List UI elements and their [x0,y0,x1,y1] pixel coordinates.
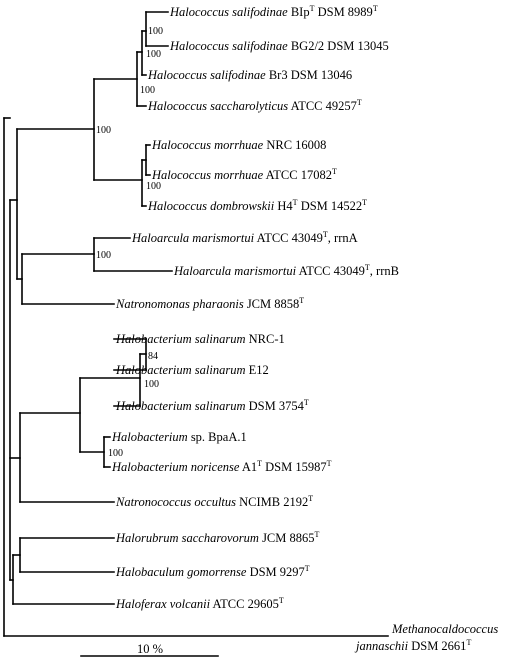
bootstrap-value: 84 [148,351,158,362]
leaf-label-l7: Halococcus dombrowskii H4T DSM 14522T [147,198,367,213]
leaf-label-l3: Halococcus salifodinae Br3 DSM 13046 [147,68,352,82]
bootstrap-value: 100 [144,379,159,390]
bootstrap-values: 100 100 100 100 100 100 84 100 100 [96,26,163,459]
bootstrap-value: 100 [146,181,161,192]
leaf-label-l20-line2: jannaschii DSM 2661T [354,638,471,653]
bootstrap-value: 100 [108,448,123,459]
leaf-label-l12: Halobacterium salinarum E12 [115,363,269,377]
leaf-label-l9: Haloarcula marismortui ATCC 43049T, rrnB [173,263,399,278]
leaf-label-l11: Halobacterium salinarum NRC-1 [115,332,285,346]
leaf-label-l1: Halococcus salifodinae BIpT DSM 8989T [169,4,378,19]
scale-bar: 10 % [80,642,219,657]
bootstrap-value: 100 [96,250,111,261]
tree-branches [3,11,389,637]
leaf-label-l20-line1: Methanocaldococcus [391,622,498,636]
leaf-label-l18: Halobaculum gomorrense DSM 9297T [115,564,310,579]
leaf-labels: Halococcus salifodinae BIpT DSM 8989T Ha… [111,4,498,653]
scale-bar-label: 10 % [137,642,163,656]
leaf-label-l10: Natronomonas pharaonis JCM 8858T [115,296,304,311]
bootstrap-value: 100 [146,49,161,60]
leaf-label-l5: Halococcus morrhuae NRC 16008 [151,138,326,152]
bootstrap-value: 100 [96,125,111,136]
leaf-label-l8: Haloarcula marismortui ATCC 43049T, rrnA [131,230,358,245]
leaf-label-l15: Halobacterium noricense A1T DSM 15987T [111,459,332,474]
leaf-label-l4: Halococcus saccharolyticus ATCC 49257T [147,98,362,113]
leaf-label-l13: Halobacterium salinarum DSM 3754T [115,398,309,413]
leaf-label-l14: Halobacterium sp. BpaA.1 [111,430,247,444]
leaf-label-l16: Natronococcus occultus NCIMB 2192T [115,494,313,509]
leaf-label-l2: Halococcus salifodinae BG2/2 DSM 13045 [169,39,389,53]
leaf-label-l17: Halorubrum saccharovorum JCM 8865T [115,530,320,545]
leaf-label-l19: Haloferax volcanii ATCC 29605T [115,596,284,611]
leaf-label-l6: Halococcus morrhuae ATCC 17082T [151,167,337,182]
bootstrap-value: 100 [148,26,163,37]
bootstrap-value: 100 [140,85,155,96]
